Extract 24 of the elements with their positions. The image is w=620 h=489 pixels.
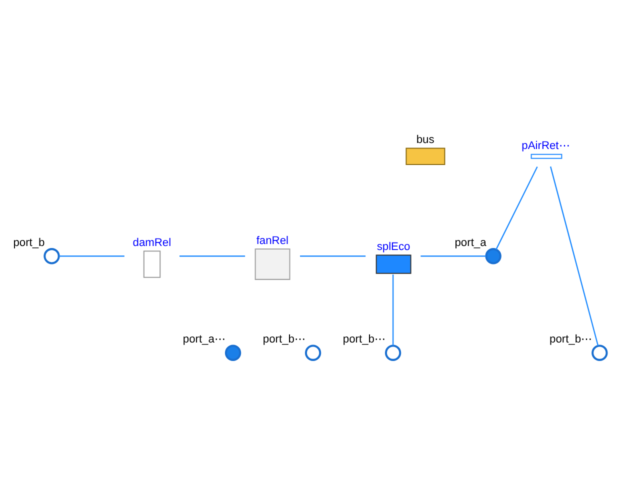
connector: [496, 166, 538, 250]
connector: [59, 255, 124, 256]
node-label: port_b⋯: [342, 333, 386, 346]
connector: [300, 255, 366, 256]
node-label: fanRel: [256, 234, 288, 246]
node-circle: [224, 344, 242, 360]
node-label: bus: [416, 134, 434, 146]
node-label: port_b: [13, 236, 45, 248]
connector: [550, 166, 599, 346]
node-circle: [485, 248, 502, 264]
node-label: damRel: [132, 236, 172, 248]
connector: [392, 274, 394, 345]
node-label: pAirRet⋯: [522, 140, 570, 152]
node-circle: [44, 248, 60, 264]
connector: [420, 255, 486, 256]
node-label: splEco: [376, 240, 410, 252]
node-label: port_b⋯: [262, 333, 306, 346]
node-label: port_b⋯: [550, 333, 592, 346]
connector: [179, 255, 246, 256]
node-circle: [384, 344, 402, 360]
node-circle: [304, 344, 322, 360]
node-circle: [592, 344, 608, 360]
node-label: port_a: [454, 236, 486, 248]
node-label: port_a⋯: [182, 333, 226, 346]
